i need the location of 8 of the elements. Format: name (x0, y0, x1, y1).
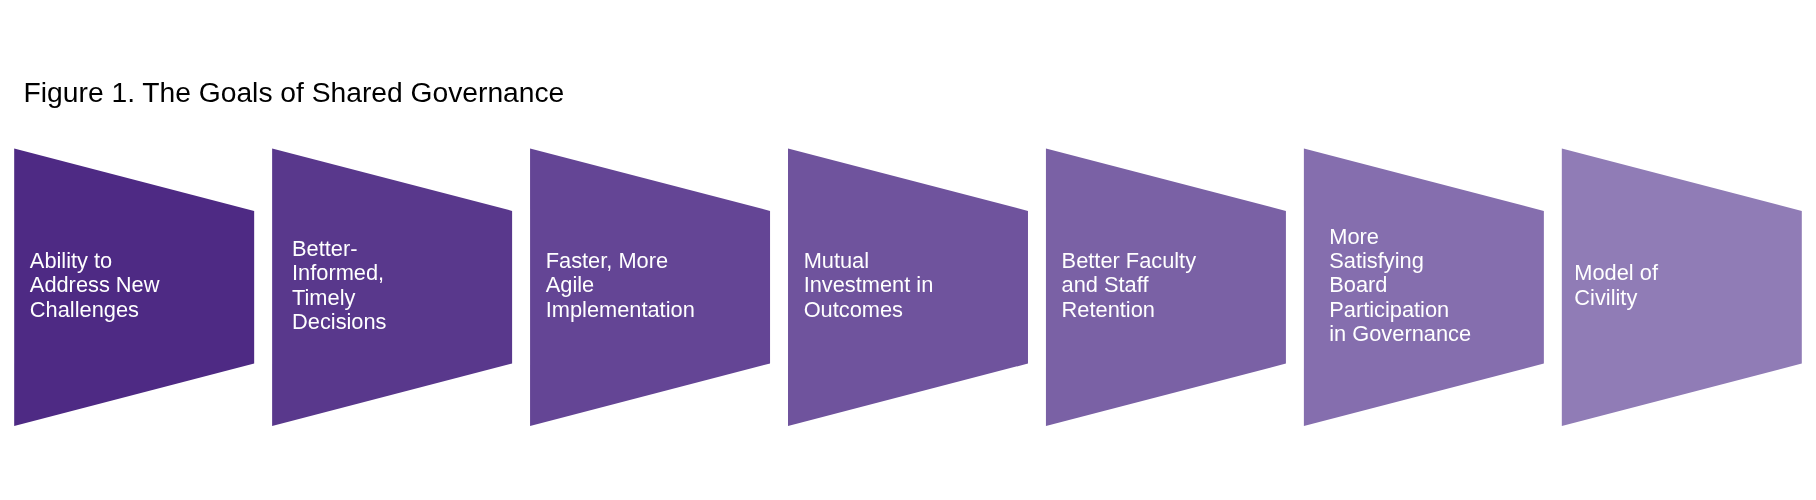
node-box: More Satisfying Board Participation in Governance (1303, 148, 1544, 426)
node-box: Mutual Investment in Outcomes (788, 148, 1028, 426)
node-box: Better-Informed, Timely Decisions (272, 148, 513, 426)
diagram-title: Figure 1. The Goals of Shared Governance (23, 75, 565, 108)
node-box: Better Faculty and Staff Retention (1045, 148, 1286, 426)
node-box: Model of Civility (1561, 148, 1802, 426)
node-box: Ability to Address New Challenges (14, 148, 255, 426)
node-box: Faster, More Agile Implementation (530, 148, 771, 426)
